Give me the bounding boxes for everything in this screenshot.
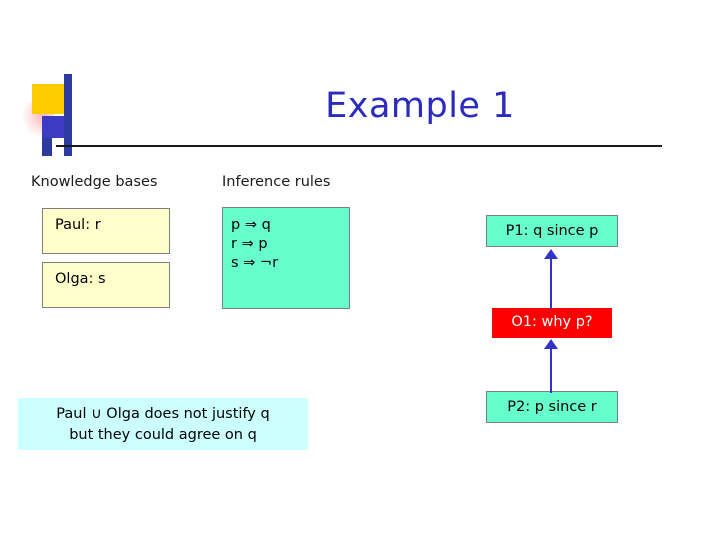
- page-title: Example 1: [325, 86, 515, 126]
- arrow-p2-to-o1-icon: [544, 339, 558, 393]
- title-divider: [56, 145, 662, 147]
- knowledge-base-paul: Paul: r: [42, 208, 170, 254]
- dialogue-move-p1: P1: q since p: [486, 215, 618, 247]
- arrow-head: [544, 249, 558, 259]
- knowledge-base-olga: Olga: s: [42, 262, 170, 308]
- arrow-shaft: [550, 256, 552, 309]
- inference-rule-2: r ⇒ p: [231, 236, 268, 252]
- decorative-logo: [20, 74, 86, 160]
- logo-blue-small-bar: [42, 138, 52, 156]
- dialogue-move-o1: O1: why p?: [492, 308, 612, 338]
- inference-rules-box: p ⇒ q r ⇒ p s ⇒ ¬r: [222, 207, 350, 309]
- conclusion-box: Paul ∪ Olga does not justify q but they …: [18, 398, 308, 450]
- heading-inference-rules: Inference rules: [222, 174, 331, 190]
- conclusion-line-1: Paul ∪ Olga does not justify q: [56, 406, 270, 422]
- heading-knowledge-bases: Knowledge bases: [31, 174, 158, 190]
- logo-blue-bar: [64, 74, 72, 156]
- logo-yellow-square: [32, 84, 64, 114]
- arrow-o1-to-p1-icon: [544, 249, 558, 309]
- arrow-head: [544, 339, 558, 349]
- inference-rule-1: p ⇒ q: [231, 217, 271, 233]
- arrow-shaft: [550, 346, 552, 393]
- inference-rule-3: s ⇒ ¬r: [231, 255, 279, 271]
- conclusion-line-2: but they could agree on q: [69, 427, 257, 443]
- dialogue-move-p2: P2: p since r: [486, 391, 618, 423]
- logo-blue-square: [42, 116, 64, 138]
